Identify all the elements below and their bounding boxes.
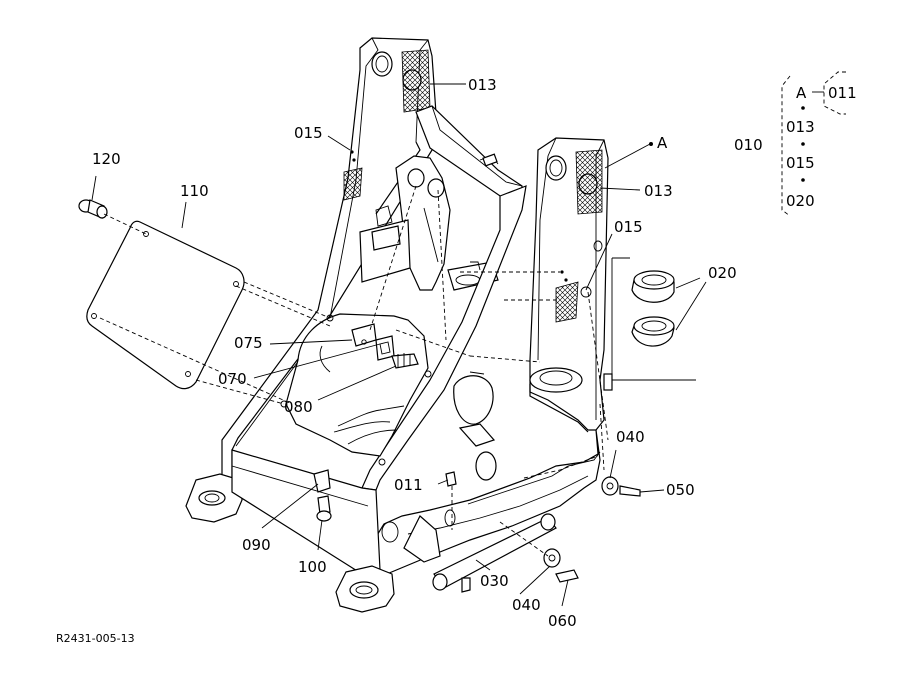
drawing-code: R2431-005-13	[56, 632, 135, 645]
legend-item: 015	[786, 154, 815, 172]
leader-lines	[91, 83, 707, 607]
bushing-013-top	[401, 49, 431, 113]
callout-040-right: 040	[616, 428, 645, 446]
callout-013-top: 013	[468, 76, 497, 94]
legend-item: 020	[786, 192, 815, 210]
callout-020: 020	[708, 264, 737, 282]
assembly-lines	[99, 185, 609, 557]
right-pivot-bore	[545, 155, 567, 181]
bushing-020-lower	[631, 316, 675, 347]
bushing-020-upper	[631, 270, 675, 303]
callout-015-right: 015	[614, 218, 643, 236]
grease-fitting-011	[445, 471, 457, 487]
pin-060	[555, 569, 579, 583]
wear-plate-015-left	[343, 167, 363, 201]
bolt-080	[391, 353, 419, 369]
callout-labels: 013 015 A 013 120 110 015 020 075 070 08…	[56, 76, 737, 645]
callout-015-left: 015	[294, 124, 323, 142]
legend-item: 013	[786, 118, 815, 136]
callout-110: 110	[180, 182, 209, 200]
callout-070: 070	[218, 370, 247, 388]
callout-100: 100	[298, 558, 327, 576]
bolt-120	[78, 199, 108, 219]
washer-040-bottom	[543, 548, 561, 568]
legend-010: 010 A 011 013 015 020	[734, 71, 857, 217]
switch-070	[375, 335, 395, 361]
callout-a: A	[657, 134, 668, 152]
callout-090: 090	[242, 536, 271, 554]
callout-060: 060	[548, 612, 577, 630]
callout-040-bottom: 040	[512, 596, 541, 614]
callout-050: 050	[666, 481, 695, 499]
legend-group-label: 010	[734, 136, 763, 154]
main-frame	[185, 37, 613, 613]
callout-011: 011	[394, 476, 423, 494]
callout-013-right: 013	[644, 182, 673, 200]
callout-075: 075	[234, 334, 263, 352]
washer-040-right	[601, 476, 619, 496]
left-pivot-bore	[371, 51, 393, 77]
legend-ref: A	[796, 84, 807, 102]
clip-090	[313, 469, 331, 493]
loose-parts	[78, 199, 696, 593]
pin-050	[619, 485, 641, 497]
cover-plate-110	[86, 220, 245, 390]
wear-plate-015-right	[555, 281, 579, 323]
legend-ref-part: 011	[828, 84, 857, 102]
callout-080: 080	[284, 398, 313, 416]
callout-120: 120	[92, 150, 121, 168]
rod-030	[432, 513, 557, 593]
callout-030: 030	[480, 572, 509, 590]
bushing-013-right	[575, 149, 603, 215]
center-access-hole	[453, 375, 494, 425]
bolt-100	[316, 495, 332, 522]
